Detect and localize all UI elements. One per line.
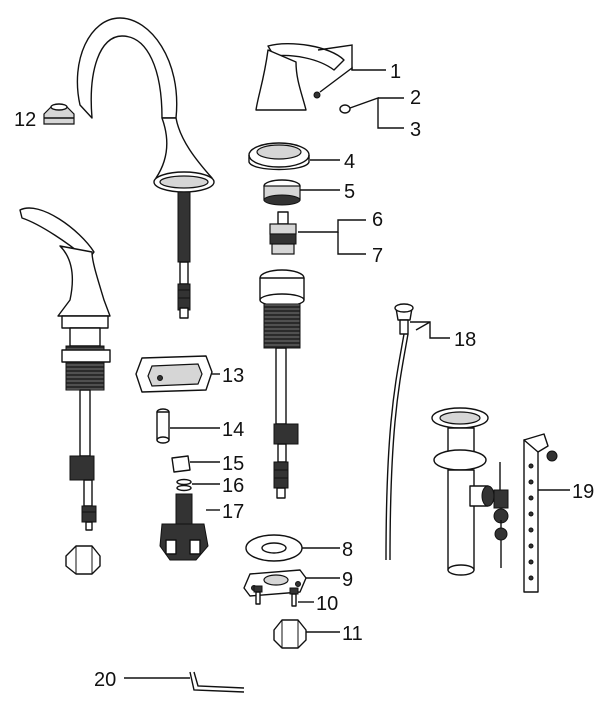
callout-13: 13	[222, 365, 244, 387]
coupling-tube	[156, 408, 170, 444]
tee-connector	[159, 493, 209, 561]
cartridge	[269, 211, 297, 255]
callout-labels: 1 2 3 4 5 6 7 8 9 10 11 12 13 14 15 16 1…	[14, 61, 594, 691]
drain-assembly	[431, 407, 495, 576]
left-mounting-nut	[65, 545, 101, 575]
retaining-clip	[171, 455, 191, 473]
hex-key	[189, 671, 245, 693]
handle	[255, 43, 345, 111]
callout-16: 16	[222, 475, 244, 497]
mounting-clip	[135, 355, 213, 393]
callout-3: 3	[410, 119, 421, 141]
set-screw	[339, 104, 351, 114]
left-handle-assembly	[19, 207, 111, 531]
callout-11: 11	[342, 623, 363, 645]
gasket	[245, 534, 303, 562]
callout-19: 19	[572, 481, 594, 503]
callout-18: 18	[454, 329, 476, 351]
callout-17: 17	[222, 501, 244, 523]
callout-12: 12	[14, 109, 36, 131]
callout-10: 10	[316, 593, 338, 615]
lift-rod	[385, 303, 414, 561]
center-valve-body	[259, 269, 305, 499]
callout-14: 14	[222, 419, 244, 441]
leader-lines	[44, 44, 570, 679]
callout-4: 4	[344, 151, 355, 173]
callout-6: 6	[372, 209, 383, 231]
callout-1: 1	[390, 61, 401, 83]
o-rings	[176, 478, 192, 492]
spout-cap	[43, 103, 75, 125]
mounting-nut	[273, 619, 307, 649]
bonnet-nut	[263, 179, 301, 206]
callout-5: 5	[344, 181, 355, 203]
callout-9: 9	[342, 569, 353, 591]
callout-15: 15	[222, 453, 244, 475]
callout-7: 7	[372, 245, 383, 267]
clevis-strap	[523, 433, 558, 593]
callout-20: 20	[94, 669, 116, 691]
escutcheon-ring	[248, 142, 310, 171]
callout-8: 8	[342, 539, 353, 561]
spout	[76, 17, 215, 319]
callout-2: 2	[410, 87, 421, 109]
screws	[253, 585, 299, 607]
pivot-rod	[493, 462, 509, 568]
